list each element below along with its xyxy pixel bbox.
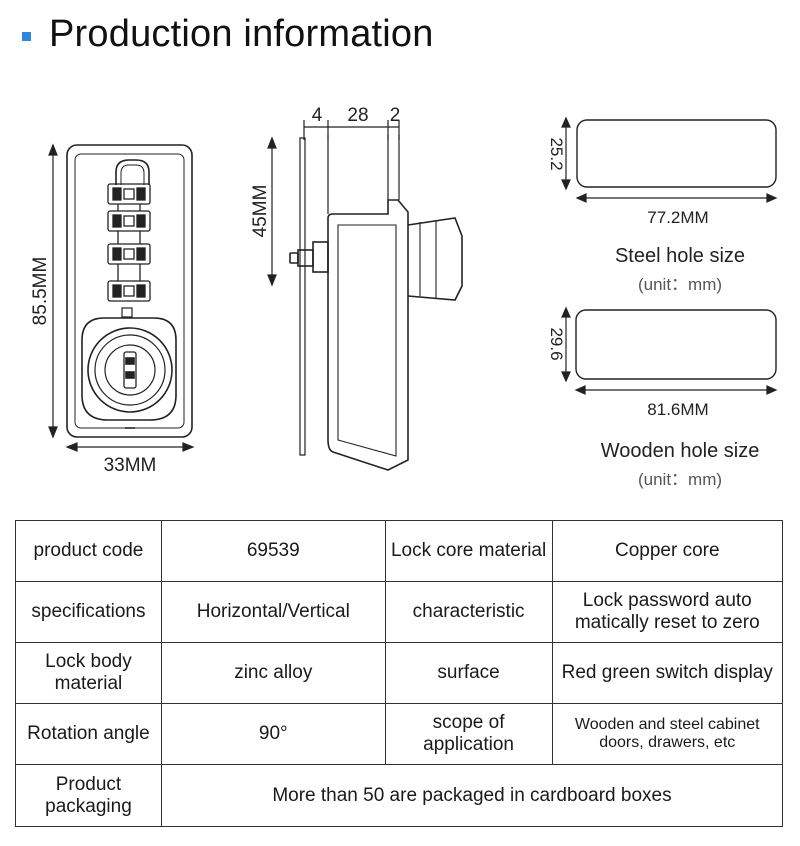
- table-cell-label: Lock core material: [384, 520, 553, 582]
- table-row: Product packaging More than 50 are packa…: [15, 764, 784, 827]
- front-height-label: 85.5MM: [30, 257, 51, 326]
- table-cell-value: Horizontal/Vertical: [160, 581, 386, 643]
- table-row: product code 69539 Lock core material Co…: [15, 520, 783, 582]
- table-row: Rotation angle 90° scope of application …: [15, 703, 783, 765]
- table-cell-label: Rotation angle: [15, 703, 162, 765]
- wooden-hole-dimension-arrows: [561, 306, 778, 395]
- wooden-hole-title: Wooden hole size: [600, 440, 760, 462]
- table-cell-value: zinc alloy: [160, 642, 386, 704]
- table-cell-value: Lock password auto matically reset to ze…: [551, 581, 783, 643]
- wooden-hole-width-label: 81.6MM: [647, 400, 708, 419]
- wooden-hole-unit: (unit：mm): [637, 470, 723, 489]
- table-cell-label: product code: [15, 520, 162, 582]
- front-view-lock-icon: [66, 144, 193, 438]
- table-row: Lock body material zinc alloy surface Re…: [15, 642, 783, 704]
- front-width-label: 33MM: [104, 455, 157, 476]
- side-height-dimension-arrow: [267, 136, 277, 287]
- steel-hole-shape: [576, 119, 777, 188]
- side-height-label: 45MM: [250, 185, 271, 238]
- steel-hole-unit: (unit：mm): [637, 275, 723, 294]
- height-dimension-arrow: [48, 143, 58, 439]
- wooden-hole-shape: [575, 309, 777, 380]
- table-cell-label: surface: [384, 642, 553, 704]
- table-cell-value: 69539: [160, 520, 386, 582]
- technical-drawing: 85.5MM 33MM 4 28 2 45MM: [30, 105, 778, 476]
- side-top-c-label: 2: [390, 105, 401, 126]
- steel-hole-title: Steel hole size: [614, 245, 746, 267]
- table-cell-value: Red green switch display: [551, 642, 783, 704]
- side-view-lock-icon: [289, 135, 463, 471]
- table-cell-label: characteristic: [384, 581, 553, 643]
- steel-hole-caption: Steel hole size (unit：mm): [580, 245, 780, 295]
- steel-hole-dimension-arrows: [561, 116, 778, 203]
- table-cell-value: Wooden and steel cabinet doors, drawers,…: [551, 703, 783, 765]
- table-cell-value: More than 50 are packaged in cardboard b…: [160, 764, 784, 827]
- width-dimension-arrow: [65, 442, 195, 452]
- page-title: Production information: [49, 12, 434, 55]
- bullet-square-icon: [22, 31, 31, 41]
- table-row: specifications Horizontal/Vertical chara…: [15, 581, 783, 643]
- side-top-dimension-arrows: [303, 120, 400, 140]
- wooden-hole-caption: Wooden hole size (unit：mm): [580, 440, 780, 490]
- steel-hole-width-label: 77.2MM: [647, 208, 708, 227]
- section-header: Production information: [22, 12, 434, 56]
- side-top-a-label: 4: [312, 105, 323, 126]
- steel-hole-height-label: 25.2: [547, 137, 566, 170]
- spec-table: product code 69539 Lock core material Co…: [15, 520, 784, 827]
- table-cell-value: Copper core: [551, 520, 783, 582]
- side-top-b-label: 28: [347, 105, 368, 126]
- table-cell-label: Lock body material: [15, 642, 162, 704]
- wooden-hole-height-label: 29.6: [547, 327, 566, 360]
- table-cell-label: Product packaging: [15, 764, 162, 827]
- table-cell-value: 90°: [160, 703, 386, 765]
- table-cell-label: scope of application: [384, 703, 553, 765]
- table-cell-label: specifications: [15, 581, 162, 643]
